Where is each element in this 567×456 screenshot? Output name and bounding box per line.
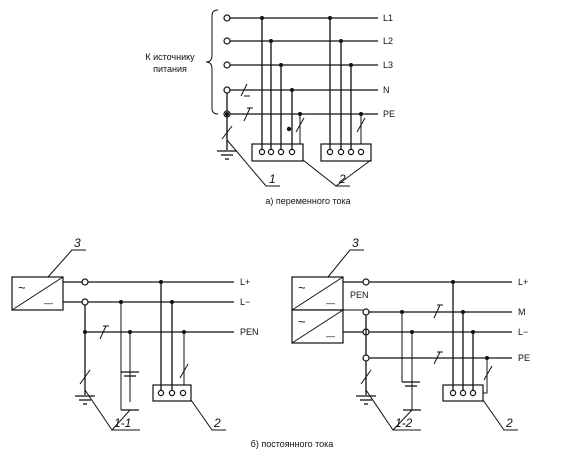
conductor-label-lminus-right: L− (518, 327, 528, 337)
box1-terminal (277, 148, 285, 156)
conductor-label-pe-right: PE (518, 353, 530, 363)
caption-a: а) переменного тока (265, 196, 350, 206)
converter-ac-symbol-right-upper: ~ (298, 280, 306, 295)
load-box-2 (320, 143, 372, 162)
part-b-left-dc-diagram: ~ — 3 L+ L− PEN (11, 236, 259, 431)
terminal-m-right (362, 308, 370, 316)
load-left-pe-switch (179, 363, 189, 379)
load-left-terminal (179, 389, 187, 397)
ground-switch-left (79, 369, 91, 385)
box1-pe-dot (286, 126, 292, 132)
converter-dc-symbol-right-upper: — (326, 298, 335, 308)
load-right-terminal (449, 389, 457, 397)
callout-leader-2-right (482, 399, 518, 431)
converter-dc-symbol-left: — (44, 298, 53, 308)
converter-ac-symbol-left: ~ (18, 280, 26, 295)
callout-leader-1-1 (84, 389, 140, 431)
conductor-label-l1: L1 (383, 13, 393, 23)
terminal-lplus-right (362, 278, 370, 286)
ground-symbol-right (356, 395, 376, 405)
box2-terminal (347, 148, 355, 156)
junction-dots-left (83, 280, 186, 334)
terminal-pe-right (362, 354, 370, 362)
box1-pe-switch (295, 117, 305, 133)
conductor-label-m-right: M (518, 307, 526, 317)
conductor-label-pe: PE (383, 109, 395, 119)
source-label-line2: питания (153, 64, 187, 74)
box2-pe-switch (356, 117, 366, 133)
callout-2-right: 2 (505, 416, 513, 430)
ground-switch-right (360, 369, 372, 385)
box2-terminal (357, 148, 365, 156)
junction-dots-a (225, 16, 363, 116)
converter-diagonal-left (11, 276, 64, 311)
converter-dc-symbol-right-lower: — (326, 331, 335, 341)
conductor-label-pen-left: PEN (240, 327, 259, 337)
pe-switch-right (433, 351, 443, 365)
part-a-ac-diagram: К источнику питания L1 L2 L3 N PE (145, 9, 395, 206)
m-switch-right (433, 304, 443, 319)
load-right-pe-switch (483, 365, 493, 381)
load-right-terminal (469, 389, 477, 397)
converter-diagonal-right-upper (291, 276, 344, 311)
isolated-ground-wire-left (120, 302, 131, 410)
callout-3-right: 3 (352, 236, 359, 250)
load-right-terminal (459, 389, 467, 397)
junction-dots-right (400, 280, 489, 360)
box2-terminal (337, 148, 345, 156)
terminal-lminus-left (81, 298, 89, 306)
box1-terminal (267, 148, 275, 156)
callout-leader-3-left (47, 249, 86, 278)
callout-1: 1 (269, 172, 276, 186)
load-left-terminal (168, 389, 176, 397)
pe-switch (243, 107, 253, 122)
converter-diagonal-right-lower (291, 309, 344, 344)
load-right-pe (483, 358, 488, 394)
callout-2: 2 (338, 172, 346, 186)
pen-switch-left (99, 325, 109, 340)
terminal-n (223, 86, 231, 94)
neutral-switch (240, 83, 250, 97)
source-label-line1: К источнику (145, 52, 195, 62)
conductor-label-l3: L3 (383, 60, 393, 70)
ground-switch-a (221, 125, 233, 140)
callout-3-left: 3 (74, 236, 81, 250)
callout-leader-2 (302, 159, 372, 187)
terminal-l3 (223, 61, 231, 69)
caption-b: б) постоянного тока (251, 439, 334, 449)
callout-1-2: 1-2 (395, 416, 413, 430)
callout-leader-1 (226, 139, 280, 187)
conductor-label-l2: L2 (383, 36, 393, 46)
conductor-label-lminus-left: L− (240, 297, 250, 307)
callout-leader-3-right (327, 249, 364, 278)
converter-ac-symbol-right-lower: ~ (298, 314, 306, 329)
conductor-label-lplus-left: L+ (240, 277, 250, 287)
callout-leader-2-left (190, 399, 226, 431)
conductor-label-lplus-right: L+ (518, 277, 528, 287)
box1-terminal (288, 148, 296, 156)
terminal-lplus-left (81, 278, 89, 286)
terminal-l1 (223, 14, 231, 22)
callout-1-1: 1-1 (114, 416, 131, 430)
pen-label-right: PEN (350, 290, 369, 300)
callout-2-left: 2 (213, 416, 221, 430)
load-box-1 (251, 143, 304, 162)
callout-leader-1-2 (365, 389, 421, 431)
part-b-right-dc-diagram: ~ — ~ — 3 PEN L+ M L− PE (291, 236, 530, 431)
ground-symbol-a (217, 150, 237, 160)
source-brace (205, 9, 219, 115)
conductor-label-n: N (383, 85, 390, 95)
box2-terminal (326, 148, 334, 156)
box1-terminal (258, 148, 266, 156)
terminal-l2 (223, 37, 231, 45)
load-left-terminal (157, 389, 165, 397)
isolated-ground-wire-right (401, 312, 413, 410)
ground-symbol-left (75, 395, 95, 405)
